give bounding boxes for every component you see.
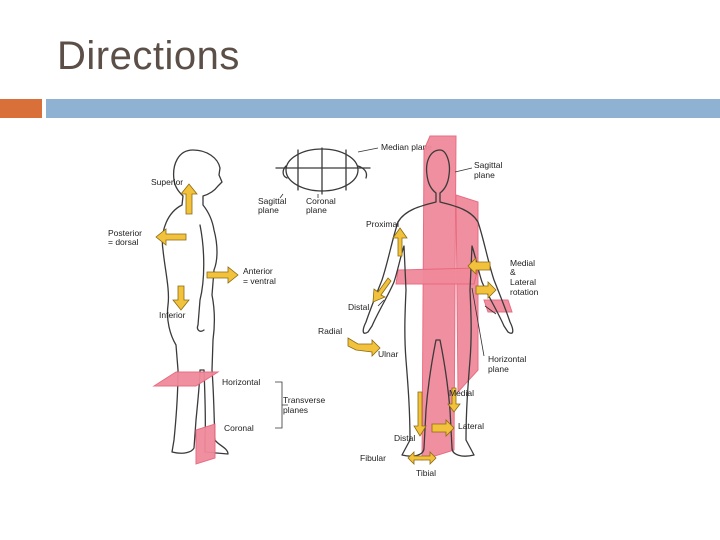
label-transverse-1: Transverse	[283, 395, 325, 405]
label-superior: Superior	[151, 177, 183, 187]
label-median-plane: Median plane	[381, 142, 432, 152]
label-medial-rotation-4: rotation	[510, 287, 539, 297]
rotation-plane-hand	[483, 299, 513, 313]
label-tibial: Tibial	[416, 468, 436, 478]
label-anterior-2: = ventral	[243, 276, 276, 286]
label-proximal: Proximal	[366, 219, 399, 229]
title-accent-bar-orange	[0, 99, 42, 118]
label-sagittal-2: plane	[258, 205, 279, 215]
label-transverse-2: planes	[283, 405, 308, 415]
label-posterior-1: Posterior	[108, 228, 142, 238]
head-top-view	[275, 147, 379, 199]
distal-lower-arrow	[413, 391, 427, 437]
front-view-figure	[347, 135, 514, 465]
label-medial-rotation-3: Lateral	[510, 277, 536, 287]
slide-title: Directions	[57, 34, 240, 78]
side-view-figure	[152, 149, 288, 465]
radial-ulnar-arrow	[347, 337, 381, 357]
rotation-arrow-2	[475, 281, 497, 299]
label-horizontal-plane-1: Horizontal	[488, 354, 526, 364]
label-ulnar: Ulnar	[378, 349, 398, 359]
superior-arrow	[180, 183, 198, 215]
posterior-arrow	[155, 228, 187, 246]
label-radial: Radial	[318, 326, 342, 336]
label-sagittal-1: Sagittal	[258, 196, 286, 206]
label-horizontal-plane-2: plane	[488, 364, 509, 374]
label-lateral: Lateral	[458, 421, 484, 431]
inferior-arrow	[172, 285, 190, 311]
label-anterior-1: Anterior	[243, 266, 273, 276]
label-fibular: Fibular	[360, 453, 386, 463]
proximal-arrow	[392, 227, 408, 257]
label-sagittal-right-1: Sagittal	[474, 160, 502, 170]
label-inferior: Inferior	[159, 310, 186, 320]
sagittal-plane-right	[455, 194, 479, 394]
anterior-arrow	[206, 266, 239, 284]
label-medial-rotation-2: &	[510, 267, 516, 277]
label-distal-lower: Distal	[394, 433, 415, 443]
horizontal-plane-side	[152, 371, 220, 387]
label-distal-upper: Distal	[348, 302, 369, 312]
distal-upper-arrow	[372, 277, 392, 303]
label-medial-rotation-1: Medial	[510, 258, 535, 268]
label-coronal-head-2: plane	[306, 205, 327, 215]
label-coronal-head-1: Coronal	[306, 196, 336, 206]
label-sagittal-right-2: plane	[474, 170, 495, 180]
label-posterior-2: = dorsal	[108, 237, 139, 247]
label-horizontal: Horizontal	[222, 377, 260, 387]
median-plane	[421, 135, 457, 461]
lateral-arrow	[431, 419, 455, 437]
label-medial: Medial	[449, 388, 474, 398]
title-accent-bar-blue	[46, 99, 720, 118]
horizontal-plane-front	[395, 267, 479, 285]
coronal-plane-side	[195, 423, 216, 465]
medial-arrow	[447, 387, 461, 413]
fibular-tibial-arrow	[407, 451, 437, 465]
label-coronal: Coronal	[224, 423, 254, 433]
rotation-arrow-1	[467, 257, 491, 275]
